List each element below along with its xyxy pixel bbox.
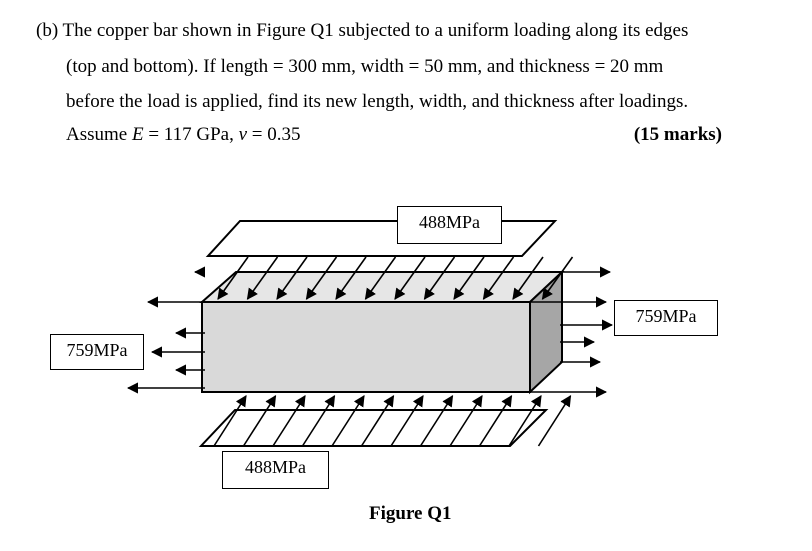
up-arrow (360, 395, 395, 447)
down-arrow (453, 256, 485, 300)
top-load-label: 488MPa (397, 206, 502, 244)
down-arrow (394, 256, 426, 300)
up-arrow (478, 395, 513, 447)
up-arrow (419, 395, 454, 447)
up-arrow (390, 395, 424, 447)
right-load-arrows (530, 266, 614, 398)
up-arrow (331, 395, 365, 447)
up-arrow (213, 395, 247, 447)
up-arrow (449, 395, 483, 447)
left-load-label: 759MPa (50, 334, 144, 370)
down-arrow (246, 256, 279, 300)
down-arrow (217, 256, 249, 300)
down-arrow (482, 256, 515, 300)
problem-line-2: (top and bottom). If length = 300 mm, wi… (66, 56, 664, 77)
up-arrow (242, 395, 277, 447)
assumption-line: Assume E = 117 GPa, v = 0.35 (66, 124, 300, 146)
bar-front-face (201, 301, 531, 393)
bottom-load-label: 488MPa (222, 451, 329, 489)
down-arrow (335, 256, 367, 300)
figure-caption: Figure Q1 (369, 503, 452, 524)
down-arrow (305, 256, 338, 300)
top-load-plate (205, 220, 558, 257)
up-arrow (537, 395, 572, 447)
up-arrow (301, 395, 336, 447)
right-load-label: 759MPa (614, 300, 718, 336)
assume-end: = 0.35 (247, 124, 301, 145)
down-arrow (541, 256, 574, 300)
top-load-arrows (217, 256, 574, 300)
problem-line-3: before the load is applied, find its new… (66, 91, 689, 112)
poisson-ratio-symbol: v (238, 124, 248, 145)
assume-prefix: Assume (66, 124, 132, 145)
assume-mid: = 117 GPa, (143, 124, 239, 145)
problem-line-1: (b) The copper bar shown in Figure Q1 su… (36, 20, 689, 41)
youngs-modulus-symbol: E (131, 124, 144, 145)
bottom-load-arrows (213, 395, 572, 447)
marks-label: (15 marks) (633, 124, 722, 145)
down-arrow (276, 256, 308, 300)
down-arrow (512, 256, 544, 300)
up-arrow (508, 395, 542, 447)
up-arrow (272, 395, 306, 447)
left-load-arrows (126, 266, 232, 394)
down-arrow (364, 256, 397, 300)
down-arrow (423, 256, 456, 300)
